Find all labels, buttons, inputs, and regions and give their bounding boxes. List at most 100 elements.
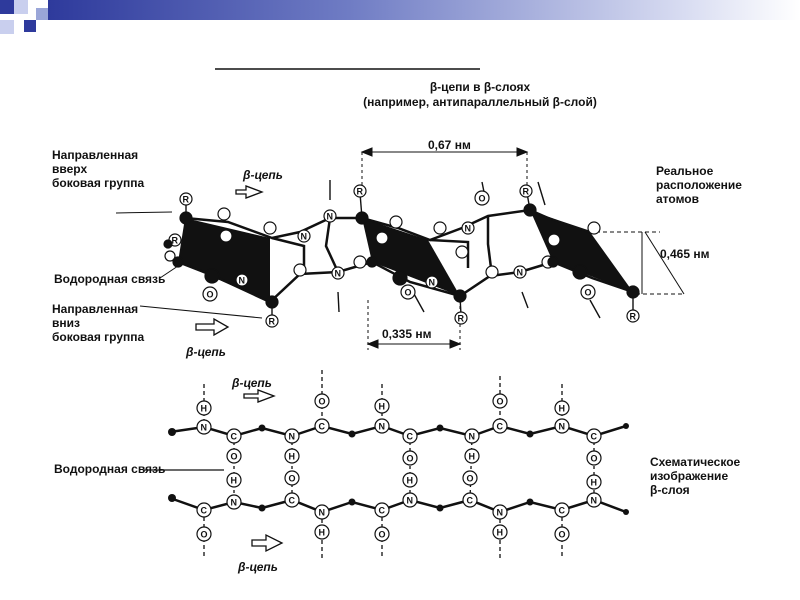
dim-0465-label: 0,465 нм (660, 247, 710, 261)
svg-text:H: H (289, 452, 296, 462)
svg-text:O: O (379, 530, 386, 540)
r-group-atom: R (265, 314, 279, 328)
oxygen-atom: O (402, 450, 418, 466)
oxygen-atom: O (586, 450, 602, 466)
bottom-chain-arrow-bottom (251, 533, 284, 553)
svg-text:R: R (172, 236, 179, 246)
svg-text:N: N (379, 422, 386, 432)
r-group-atom: R (519, 184, 533, 198)
nitrogen-atom: N (196, 419, 212, 435)
real-arrangement-label: Реальное расположение атомов (656, 164, 742, 206)
hydrogen-atom: H (374, 398, 390, 414)
corner-square-dark-1 (0, 0, 14, 14)
svg-text:N: N (201, 423, 208, 433)
schematic-alpha-carbons (168, 423, 629, 515)
bottom-h-bond-label: Водородная связь (54, 462, 166, 476)
svg-text:H: H (201, 404, 208, 414)
svg-text:N: N (517, 268, 524, 278)
svg-text:N: N (289, 432, 296, 442)
hydrogen-atom: H (402, 472, 418, 488)
nitrogen-atom: N (425, 275, 439, 289)
svg-text:C: C (201, 506, 208, 516)
corner-square-dark-2 (24, 20, 36, 32)
svg-text:C: C (231, 432, 238, 442)
svg-text:O: O (231, 452, 238, 462)
top-chain-arrow-left (235, 185, 264, 199)
carbon-atom: C (314, 418, 330, 434)
svg-text:H: H (591, 478, 598, 488)
svg-text:O: O (479, 194, 486, 204)
hydrogen-atom: H (226, 472, 242, 488)
nitrogen-atom: N (235, 273, 249, 287)
svg-text:O: O (201, 530, 208, 540)
corner-decoration (0, 0, 800, 50)
svg-text:O: O (319, 397, 326, 407)
svg-text:O: O (559, 530, 566, 540)
oxygen-atom: O (554, 526, 570, 542)
r-group-atom: R (626, 309, 640, 323)
oxygen-atom: O (196, 526, 212, 542)
svg-text:R: R (630, 312, 637, 322)
hydrogen-atom: H (464, 448, 480, 464)
oxygen-atom: O (226, 448, 242, 464)
top-chain-label-2: β-цепь (186, 345, 226, 359)
svg-text:N: N (429, 278, 436, 288)
nitrogen-atom: N (461, 221, 475, 235)
oxygen-atom: O (284, 470, 300, 486)
title-line-2: (например, антипараллельный β-слой) (363, 95, 597, 109)
svg-text:O: O (207, 290, 214, 300)
down-side-group-label: Направленная вниз боковая группа (52, 302, 145, 344)
svg-text:C: C (467, 496, 474, 506)
svg-text:C: C (379, 506, 386, 516)
carbon-atom: C (226, 428, 242, 444)
top-atoms: R R R R R R R N N N N N N N O O O O (163, 184, 640, 328)
header-gradient-bar (48, 0, 800, 20)
svg-text:H: H (559, 404, 566, 414)
black-carbon-balls (163, 203, 640, 309)
title-line-1: β-цепи в β-слоях (429, 80, 531, 94)
hydrogen-atom: H (196, 400, 212, 416)
svg-text:N: N (465, 224, 472, 234)
svg-text:N: N (301, 232, 308, 242)
nitrogen-atom: N (297, 229, 311, 243)
hydrogen-atom: H (284, 448, 300, 464)
schematic-vertical-bonds (144, 370, 595, 560)
nitrogen-atom: N (586, 492, 602, 508)
svg-text:C: C (591, 432, 598, 442)
svg-text:R: R (269, 317, 276, 327)
carbon-atom: C (554, 502, 570, 518)
svg-text:H: H (407, 476, 414, 486)
nitrogen-atom: N (402, 492, 418, 508)
corner-square-light-3 (36, 8, 48, 20)
bottom-chain-label-bottom: β-цепь (238, 560, 278, 574)
corner-square-light-2 (0, 20, 14, 34)
svg-text:R: R (357, 187, 364, 197)
schematic-label: Схематическое изображение β-слоя (650, 455, 741, 497)
svg-text:C: C (497, 422, 504, 432)
oxygen-atom: O (374, 526, 390, 542)
oxygen-atom: O (400, 284, 416, 300)
corner-square-light-1 (14, 0, 28, 14)
carbon-atom: C (586, 428, 602, 444)
oxygen-atom: O (462, 470, 478, 486)
svg-text:O: O (585, 288, 592, 298)
top-h-bond-label: Водородная связь (54, 272, 166, 286)
nitrogen-atom: N (374, 418, 390, 434)
oxygen-atom: O (202, 286, 218, 302)
nitrogen-atom: N (464, 428, 480, 444)
svg-text:H: H (497, 528, 504, 538)
svg-text:H: H (231, 476, 238, 486)
top-chain-arrow-right (195, 317, 230, 337)
carbon-atom: C (462, 492, 478, 508)
hydrogen-atom: H (314, 524, 330, 540)
r-group-atom: R (353, 184, 367, 198)
hydrogen-atom: H (492, 524, 508, 540)
dim-0335-label: 0,335 нм (382, 327, 432, 341)
nitrogen-atom: N (284, 428, 300, 444)
up-side-group-label: Направленная вверх боковая группа (52, 148, 145, 190)
nitrogen-atom: N (554, 418, 570, 434)
schematic-atoms: H N C O N H O C H N C O N H O C H N C O … (196, 393, 602, 542)
nitrogen-atom: N (492, 504, 508, 520)
oxygen-atom: O (492, 393, 508, 409)
dimension-lines (115, 147, 685, 350)
